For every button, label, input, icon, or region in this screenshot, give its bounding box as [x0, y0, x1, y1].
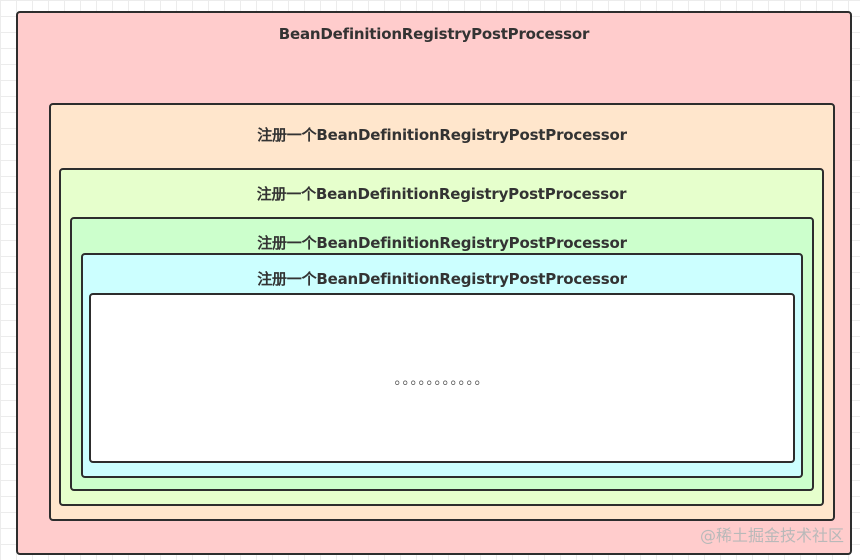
level2-label: 注册一个BeanDefinitionRegistryPostProcessor — [256, 185, 627, 203]
level1-label: 注册一个BeanDefinitionRegistryPostProcessor — [257, 126, 627, 144]
watermark: @稀土掘金技术社区 — [699, 526, 844, 545]
level4-label: 注册一个BeanDefinitionRegistryPostProcessor — [257, 270, 627, 288]
outer-label: BeanDefinitionRegistryPostProcessor — [278, 25, 590, 43]
inner-container: 。。。。。。。。。。。 — [89, 293, 795, 463]
ellipsis-text: 。。。。。。。。。。。 — [394, 372, 490, 388]
level3-label: 注册一个BeanDefinitionRegistryPostProcessor — [257, 234, 627, 252]
